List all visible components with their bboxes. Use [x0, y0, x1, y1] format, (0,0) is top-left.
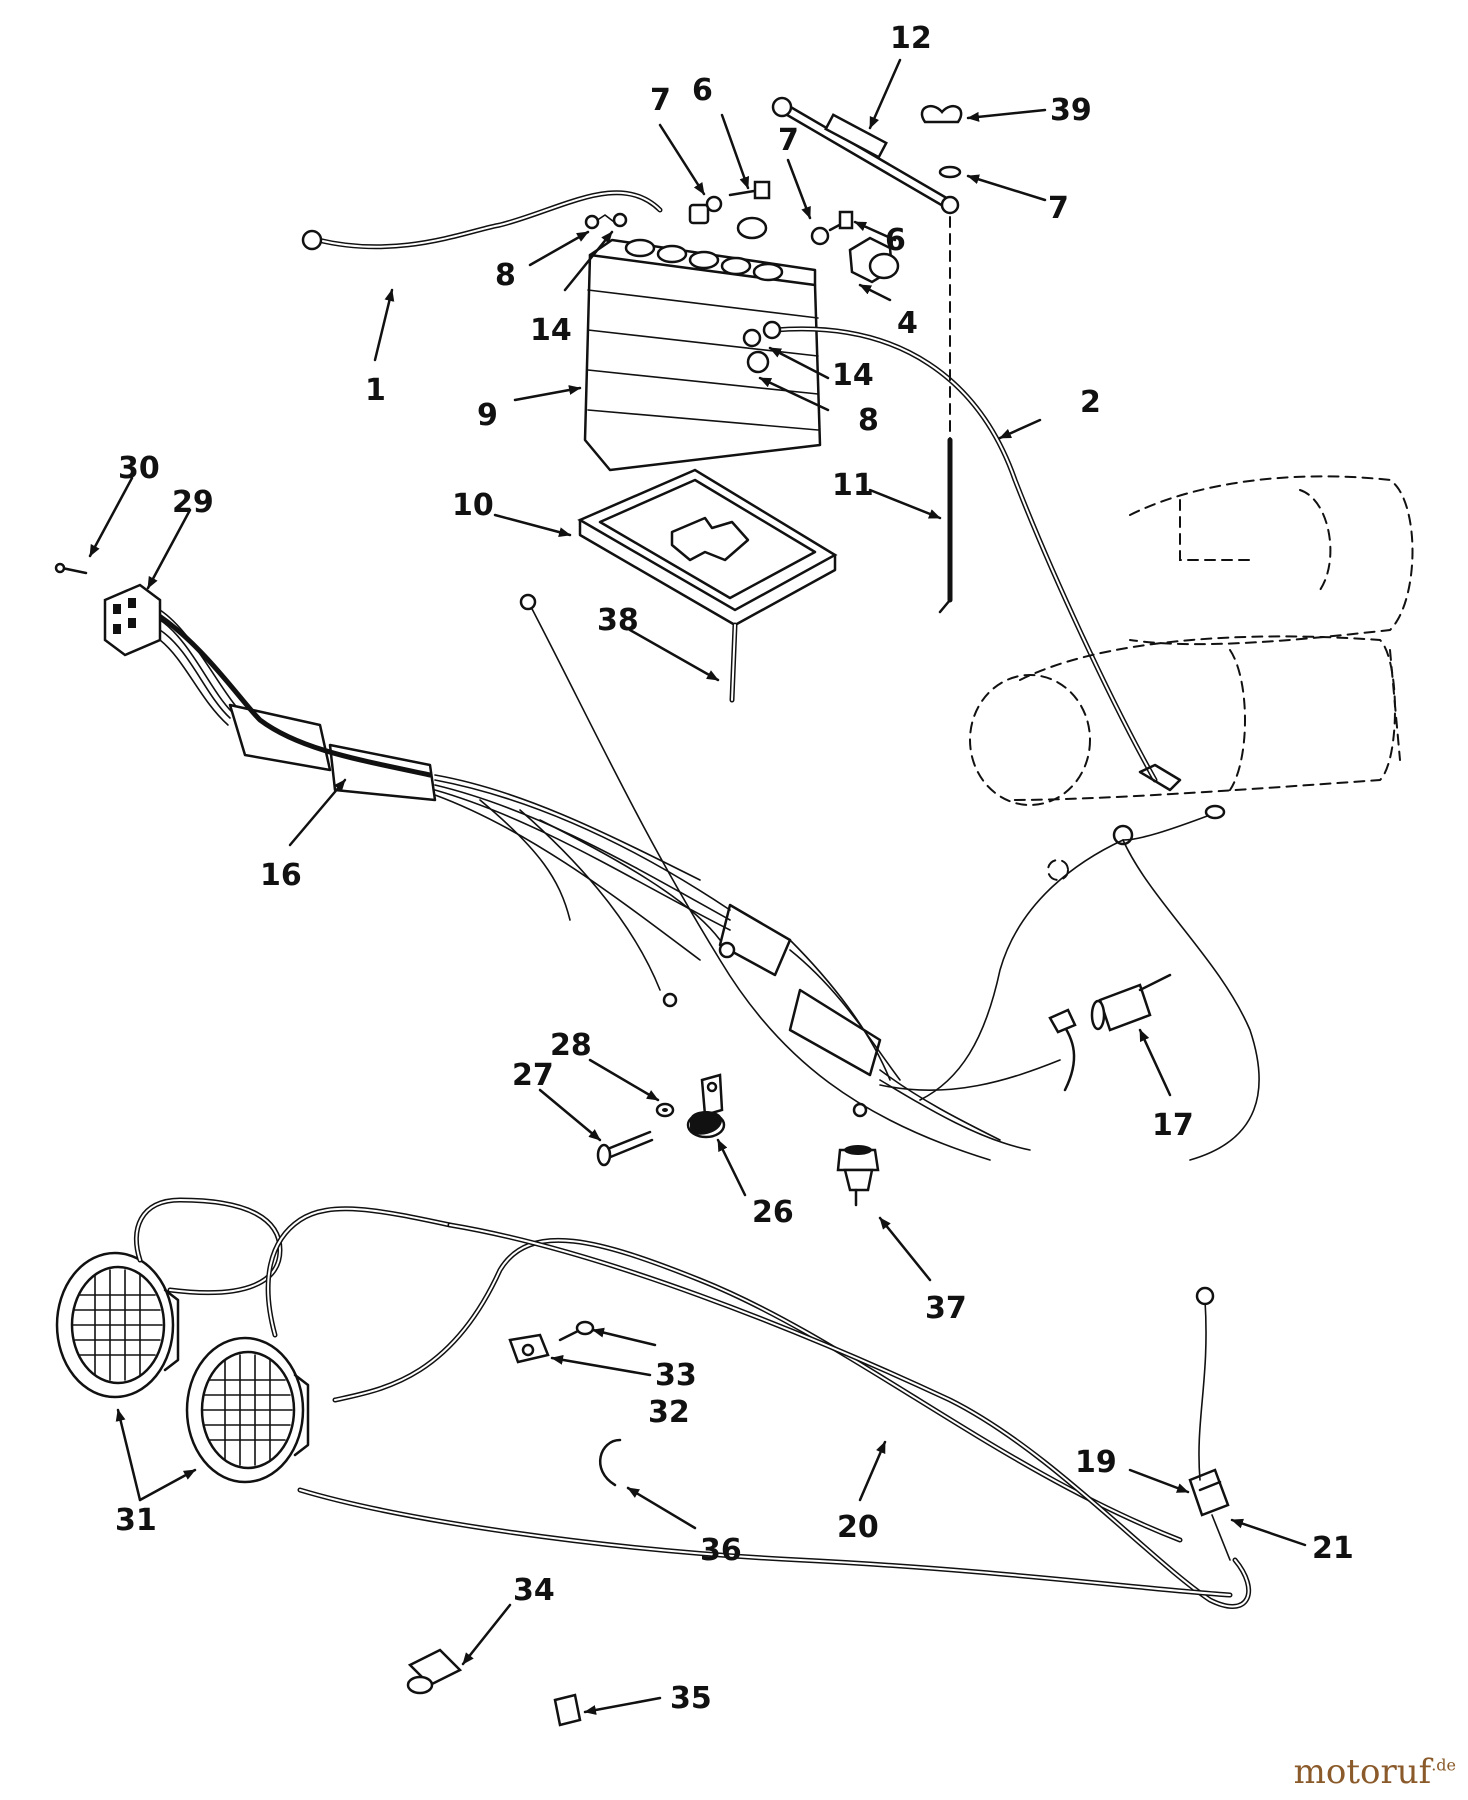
label-31: 31	[115, 1503, 157, 1538]
label-39: 39	[1050, 93, 1092, 128]
battery-cable-positive	[762, 320, 1182, 792]
label-6b: 6	[885, 223, 906, 258]
label-1: 1	[365, 373, 386, 408]
battery-clamp-knob	[848, 236, 900, 284]
leader-lines	[88, 58, 1307, 1715]
hold-down-strap	[771, 96, 960, 215]
label-36: 36	[700, 1533, 742, 1568]
battery-cable-negative	[301, 190, 663, 251]
ground-wire	[729, 622, 738, 703]
watermark-logo: motoruf.de	[1294, 1752, 1456, 1792]
label-29: 29	[172, 485, 214, 520]
label-4: 4	[897, 306, 918, 341]
terminal-nut	[746, 350, 770, 374]
cable-clip-34	[406, 1648, 463, 1695]
part-labels: 1 2 4 6 6 7 7 7 8 8 9 10 11 12 14 14 16 …	[115, 21, 1354, 1716]
bolt	[596, 1130, 654, 1167]
vent-cap	[736, 216, 768, 240]
watermark-suffix: .de	[1431, 1755, 1456, 1775]
label-30: 30	[118, 451, 160, 486]
label-11: 11	[832, 468, 874, 503]
label-8a: 8	[495, 258, 516, 293]
battery	[583, 216, 822, 472]
battery-cell-caps	[624, 238, 784, 282]
harness-connector	[103, 583, 236, 726]
label-37: 37	[925, 1291, 967, 1326]
inline-connector	[1188, 1286, 1231, 1561]
label-14b: 14	[832, 358, 874, 393]
clip-32	[508, 1333, 550, 1364]
headlight-wiring	[133, 1197, 1252, 1609]
label-10: 10	[452, 488, 494, 523]
label-14a: 14	[530, 313, 572, 348]
wing-nut	[920, 104, 963, 179]
headlight-left	[55, 1251, 180, 1399]
safety-switch	[836, 1145, 880, 1207]
label-26: 26	[752, 1195, 794, 1230]
starter-ground-terminal	[919, 804, 1260, 1161]
label-9: 9	[477, 398, 498, 433]
oil-pressure-sender	[1048, 973, 1172, 1092]
label-28: 28	[550, 1028, 592, 1063]
label-20: 20	[837, 1510, 879, 1545]
label-34: 34	[513, 1573, 555, 1608]
label-38: 38	[597, 603, 639, 638]
terminal-washer	[742, 328, 762, 348]
terminal-bolts-top	[688, 180, 854, 246]
connector-pin	[60, 566, 88, 575]
starter-wire	[519, 593, 991, 1161]
label-27: 27	[512, 1058, 554, 1093]
label-7a: 7	[650, 83, 671, 118]
cable-clip-35	[553, 1693, 582, 1727]
label-17: 17	[1152, 1108, 1194, 1143]
label-7b: 7	[778, 123, 799, 158]
starter-motor-phantom	[969, 475, 1414, 806]
label-7c: 7	[1048, 191, 1069, 226]
hold-down-rod	[938, 199, 953, 614]
main-wiring-harness	[147, 607, 1061, 1151]
label-16: 16	[260, 858, 302, 893]
label-12: 12	[890, 21, 932, 56]
headlight-right	[185, 1336, 310, 1484]
retaining-ring	[598, 1438, 622, 1487]
label-19: 19	[1075, 1445, 1117, 1480]
screw-33	[558, 1320, 595, 1342]
label-8b: 8	[858, 403, 879, 438]
label-35: 35	[670, 1681, 712, 1716]
label-32: 32	[648, 1395, 690, 1430]
battery-tray	[577, 468, 838, 627]
label-33: 33	[655, 1358, 697, 1393]
label-6a: 6	[692, 73, 713, 108]
switch-bracket	[686, 1073, 726, 1139]
watermark-text: motoruf	[1293, 1752, 1432, 1792]
label-2: 2	[1080, 385, 1101, 420]
washer	[655, 1102, 675, 1118]
label-21: 21	[1312, 1531, 1354, 1566]
